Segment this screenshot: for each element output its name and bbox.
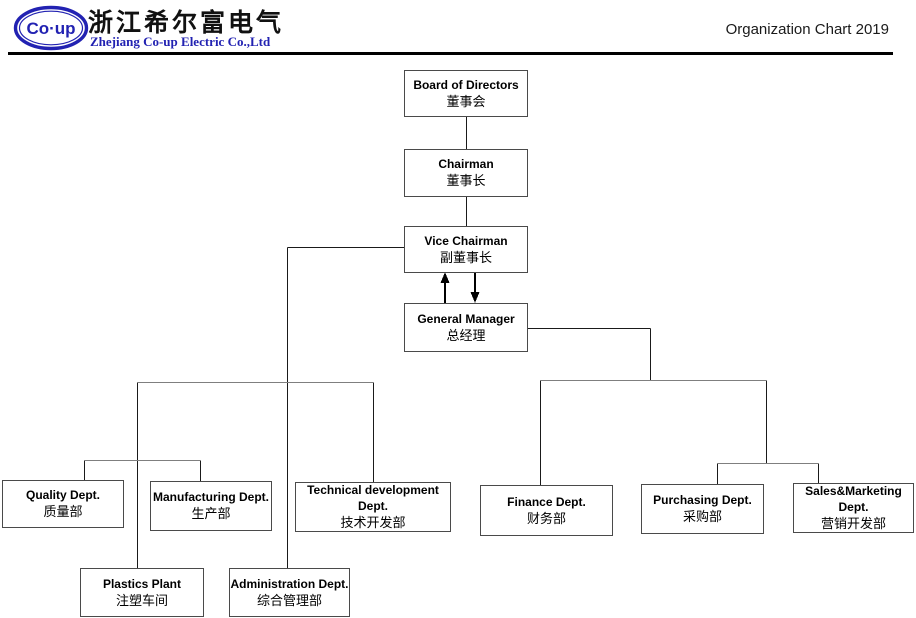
org-node-manufacturing-dept: Manufacturing Dept. 生产部 — [150, 481, 272, 531]
logo-text: Co·up — [26, 19, 75, 38]
org-node-board-of-directors: Board of Directors 董事会 — [404, 70, 528, 117]
node-label-en: Purchasing Dept. — [653, 493, 752, 507]
node-label-en: Manufacturing Dept. — [153, 490, 269, 504]
node-label-cn: 财务部 — [526, 510, 566, 526]
arrow-down-head — [470, 292, 480, 303]
company-name-en: Zhejiang Co-up Electric Co.,Ltd — [90, 34, 271, 49]
node-label-cn: 综合管理部 — [256, 592, 322, 608]
org-node-general-manager: General Manager 总经理 — [404, 303, 528, 352]
node-label-cn: 董事长 — [446, 173, 486, 188]
node-label-en: Administration Dept. — [230, 576, 349, 591]
node-label-en: Plastics Plant — [102, 576, 182, 591]
document-title: Organization Chart 2019 — [725, 21, 889, 38]
company-name-cn: 浙江希尔富电气 — [88, 9, 285, 37]
company-logo: Co·up — [13, 5, 89, 51]
org-node-plastics-plant: Plastics Plant 注塑车间 — [80, 568, 204, 617]
org-node-vice-chairman: Vice Chairman 副董事长 — [404, 226, 528, 273]
node-label-cn: 总经理 — [446, 327, 486, 343]
org-node-chairman: Chairman 董事长 — [404, 149, 528, 197]
org-node-sales-marketing-dept: Sales&Marketing Dept. 营销开发部 — [793, 483, 914, 533]
org-node-quality-dept: Quality Dept. 质量部 — [2, 480, 124, 528]
node-label-en: Board of Directors — [413, 77, 519, 92]
org-node-finance-dept: Finance Dept. 财务部 — [480, 485, 613, 536]
org-node-purchasing-dept: Purchasing Dept. 采购部 — [641, 484, 764, 534]
node-label-cn: 质量部 — [43, 504, 83, 519]
org-node-administration-dept: Administration Dept. 综合管理部 — [229, 568, 350, 617]
node-label-en: General Manager — [417, 311, 515, 326]
node-label-en: Quality Dept. — [25, 488, 100, 502]
node-label-en: Finance Dept. — [507, 494, 586, 509]
node-label-cn: 营销开发部 — [820, 516, 886, 531]
node-label-en: Vice Chairman — [424, 233, 508, 248]
node-label-cn: 董事会 — [446, 93, 486, 109]
header-divider — [8, 52, 893, 55]
node-label-cn: 技术开发部 — [340, 515, 406, 530]
node-label-en: Technical development Dept. — [307, 483, 439, 513]
arrow-up-head — [440, 272, 450, 283]
logo-ellipse-inner — [18, 10, 84, 46]
node-label-cn: 副董事长 — [439, 249, 492, 265]
node-label-cn: 生产部 — [191, 506, 231, 521]
node-label-cn: 注塑车间 — [115, 592, 168, 608]
org-node-technical-development-dept: Technical development Dept. 技术开发部 — [295, 482, 451, 532]
logo-ellipse-outer — [13, 5, 89, 51]
node-label-cn: 采购部 — [682, 509, 722, 524]
node-label-en: Sales&Marketing Dept. — [805, 484, 902, 514]
node-label-en: Chairman — [438, 157, 494, 171]
